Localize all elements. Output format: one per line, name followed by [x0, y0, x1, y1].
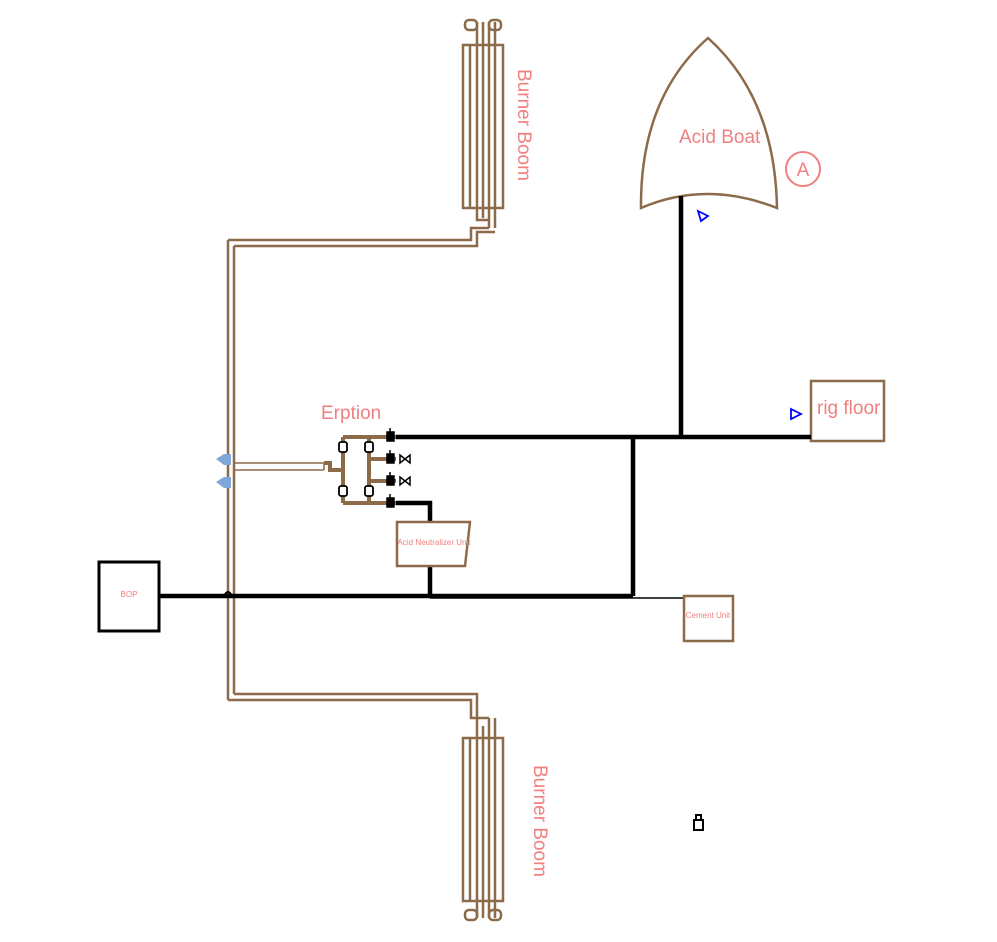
bop-box	[97, 560, 161, 633]
burner-boom-bottom	[461, 718, 505, 922]
burner-boom-bottom-label: Burner Boom	[529, 765, 550, 877]
acid-neutralizer-box	[395, 520, 472, 568]
valve-icon	[386, 450, 411, 465]
manifold-feed-line	[234, 462, 325, 471]
erption-manifold	[324, 435, 396, 505]
acid-boat-label: Acid Boat	[679, 127, 761, 148]
flow-arrow-icon	[790, 407, 804, 421]
rig-floor-label: rig floor	[817, 398, 881, 419]
fitting-icon	[338, 485, 348, 497]
manifold-fittings	[338, 441, 374, 497]
acid-neutralizer-label: Acid Neutralizer Unit	[398, 538, 472, 547]
cement-unit-box	[682, 594, 735, 643]
fitting-icon	[364, 485, 374, 497]
valve-icons	[386, 428, 411, 508]
fitting-icon	[338, 441, 348, 453]
connector-icon	[216, 454, 231, 488]
marker-a-label: A	[797, 160, 810, 181]
flow-arrow-icon	[696, 209, 710, 223]
valve-icon	[386, 494, 395, 508]
valve-icon	[386, 472, 411, 487]
marker-a-circle	[785, 151, 821, 187]
fitting-icon	[364, 441, 374, 453]
acid-boat-shape	[639, 36, 779, 210]
burner-boom-top	[461, 18, 505, 228]
flare-line	[226, 226, 495, 726]
erption-label: Erption	[321, 403, 381, 424]
cement-unit-label: Cement Unit	[686, 611, 731, 620]
valve-icon	[386, 428, 395, 442]
process-lines	[158, 196, 811, 599]
lock-icon	[693, 814, 704, 831]
line-crossover	[223, 591, 233, 597]
burner-boom-top-label: Burner Boom	[513, 69, 534, 181]
rig-floor-box	[809, 379, 886, 443]
bop-label: BOP	[121, 590, 138, 599]
